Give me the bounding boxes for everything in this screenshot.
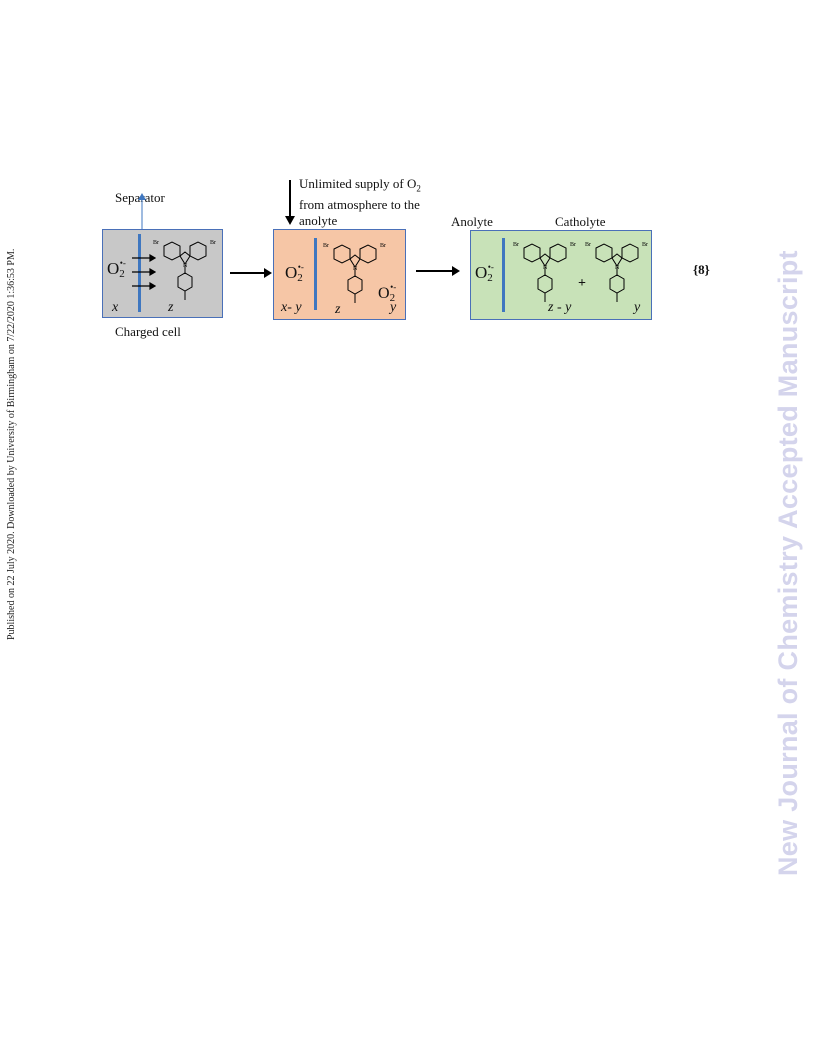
- separator-pointer-arrow: [138, 193, 146, 230]
- superoxide-species-2: O2•-: [285, 262, 304, 284]
- bromine-label: Br: [570, 242, 576, 248]
- equation-number: {8}: [693, 262, 710, 277]
- carbazole-molecule-3: Br Br N: [513, 242, 576, 302]
- o2-charge: •-: [487, 262, 494, 272]
- carbazole-molecule-4: Br Br N: [585, 242, 648, 302]
- o2-subscript: 2: [119, 268, 125, 280]
- box1-var-left: x: [112, 300, 119, 315]
- charged-cell-label: Charged cell: [115, 324, 181, 339]
- publication-note: Published on 22 July 2020. Downloaded by…: [6, 248, 17, 640]
- o2-subscript: 2: [297, 272, 303, 284]
- carbazole-molecule-2: Br Br N: [323, 243, 386, 303]
- superoxide-species-1: O2•-: [107, 258, 126, 280]
- supply-line-1-sub: 2: [416, 183, 421, 194]
- box2-var-right: y: [390, 300, 397, 315]
- o2-subscript: 2: [389, 292, 396, 304]
- supply-line-1-text: Unlimited supply of O: [299, 176, 417, 191]
- anolyte-label: Anolyte: [451, 214, 493, 229]
- supply-line-1: Unlimited supply of O2: [299, 176, 421, 197]
- charged-cell-box: [102, 229, 223, 318]
- superoxide-species-3: O2•-: [378, 282, 396, 304]
- o2-subscript: 2: [487, 272, 493, 284]
- intermediate-cell-box: [273, 229, 406, 320]
- o2-symbol: O: [475, 263, 488, 282]
- separator-membrane-2: [314, 238, 317, 310]
- box2-var-mid: z: [335, 302, 341, 317]
- o2-charge: •-: [297, 262, 304, 272]
- carbazole-molecule-1: Br Br N: [153, 240, 216, 300]
- box3-var-right: y: [634, 300, 641, 315]
- reaction-arrow-2: [416, 266, 460, 276]
- nitrogen-label: N: [183, 263, 188, 269]
- o2-supply-arrow: [285, 180, 295, 225]
- bromine-label: Br: [585, 242, 591, 248]
- o2-symbol: O: [285, 263, 298, 282]
- box1-var-right: z: [168, 300, 174, 315]
- plus-sign: +: [578, 276, 586, 291]
- box2-var-left: x- y: [281, 300, 302, 315]
- bromine-label: Br: [323, 243, 329, 249]
- o2-symbol: O: [378, 285, 390, 302]
- bromine-label: Br: [513, 242, 519, 248]
- nitrogen-label: N: [615, 265, 620, 271]
- o2-symbol: O: [107, 259, 120, 278]
- bromine-label: Br: [153, 240, 159, 246]
- bromine-label: Br: [642, 242, 648, 248]
- nitrogen-label: N: [353, 266, 358, 272]
- o2-charge: •-: [390, 282, 397, 292]
- bromine-label: Br: [210, 240, 216, 246]
- journal-watermark: New Journal of Chemistry Accepted Manusc…: [773, 250, 803, 876]
- bromine-label: Br: [380, 243, 386, 249]
- supply-line-3: anolyte: [299, 212, 338, 228]
- reaction-arrow-1: [230, 268, 272, 278]
- supply-line-2: from atmosphere to the: [299, 196, 420, 212]
- o2-supply-note: Unlimited supply of O2 from atmosphere t…: [299, 176, 421, 229]
- separator-membrane-1: [138, 234, 141, 312]
- migration-arrows: [132, 253, 156, 291]
- box3-var-mid: z - y: [548, 300, 572, 315]
- catholyte-label: Catholyte: [555, 214, 606, 229]
- o2-charge: •-: [119, 258, 126, 268]
- nitrogen-label: N: [543, 265, 548, 271]
- separator-membrane-3: [502, 238, 505, 312]
- superoxide-species-4: O2•-: [475, 262, 494, 284]
